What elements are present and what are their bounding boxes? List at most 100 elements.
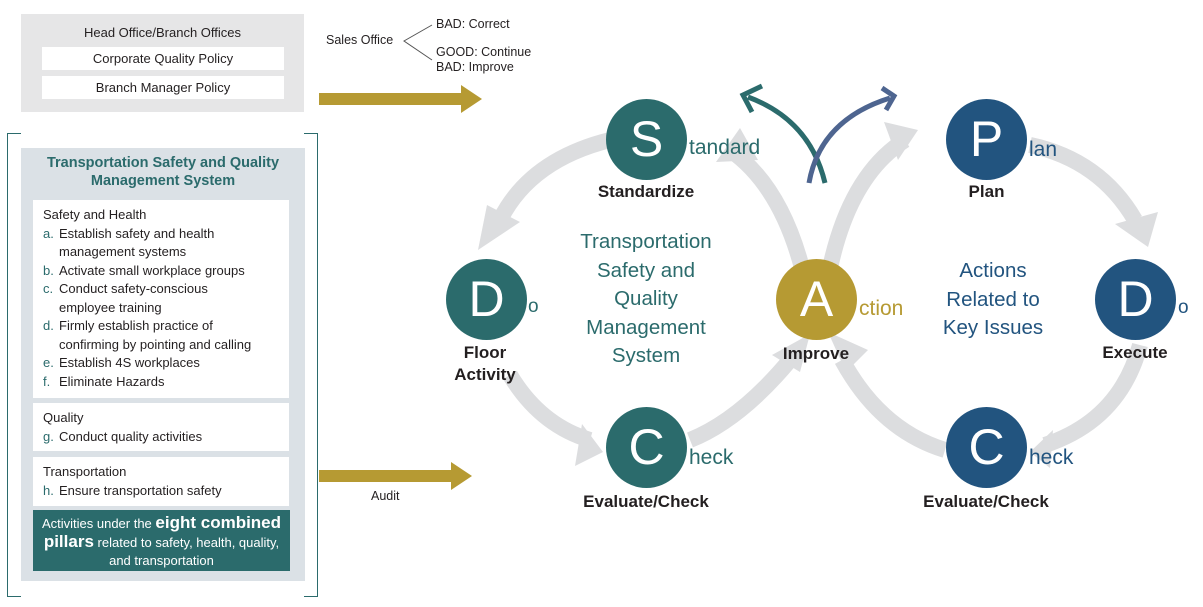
item-text: Ensure transportation safety [59, 482, 222, 498]
arrowhead-do-right [1115, 212, 1158, 247]
standardize-circle: S [606, 99, 687, 180]
item-letter: e. [43, 355, 54, 370]
item-text: Firmly establish practice of confirming b… [59, 317, 251, 354]
policy-flow-arrow-icon [319, 85, 482, 113]
title-line-1: Transportation Safety and Quality [46, 155, 280, 171]
group-heading: Safety and Health [43, 207, 147, 222]
item-text: Eliminate Hazards [59, 373, 165, 389]
arrowhead-action-right [828, 332, 868, 372]
item-text: Conduct quality activities [59, 428, 203, 444]
branch-manager-policy-box: Branch Manager Policy [42, 76, 284, 99]
list-item: d. Firmly establish practice of confirming… [43, 317, 289, 354]
pillars-text-post: and transportation [109, 553, 214, 568]
left-cycle-center-text: Transportation Safety and Quality Manage… [556, 228, 736, 371]
plan-circle: P [946, 99, 1027, 180]
arrow-plan-to-do [1028, 137, 1142, 225]
arrow-do-to-check-right [1042, 342, 1148, 453]
list-item: c. Conduct safety-conscious employee train… [43, 280, 289, 317]
center-line: Transportation [580, 230, 712, 253]
arrow-action-to-plan [822, 133, 910, 270]
item-line: management systems [59, 244, 187, 259]
right-cycle-center-text: Actions Related to Key Issues [913, 257, 1073, 343]
arrowhead-standardize [716, 128, 758, 162]
item-text: Establish safety and health management sy… [59, 225, 214, 262]
item-text: Conduct safety-conscious employee trainin… [59, 280, 208, 317]
check-circle-right: C [946, 407, 1027, 488]
check-suffix-left: heck [689, 446, 734, 469]
label-line: Floor [463, 343, 507, 362]
floor-activity-label: Floor Activity [430, 342, 540, 386]
arrowhead-do [478, 205, 520, 250]
item-letter: c. [43, 281, 54, 296]
branch-arrowhead-standardize-icon [739, 83, 764, 114]
improve-label: Improve [782, 344, 850, 363]
eight-pillars-summary: Activities under the eight combined pill… [33, 510, 290, 571]
evaluate-check-label-right: Evaluate/Check [923, 492, 1049, 511]
item-line: Firmly establish practice of [59, 318, 213, 333]
do-circle-right: D [1095, 259, 1176, 340]
label-line: Activity [454, 365, 516, 384]
item-text: Establish 4S workplaces [59, 355, 200, 370]
item-letter: d. [43, 318, 54, 333]
branch-arrowhead-plan-icon [880, 85, 898, 112]
center-line: Quality [614, 287, 678, 310]
center-line: System [611, 344, 681, 367]
center-line: Safety and [596, 258, 695, 282]
arrow-do-to-check [503, 370, 593, 448]
corporate-quality-policy-box: Corporate Quality Policy [42, 47, 284, 70]
left-bracket [7, 133, 21, 597]
item-letter: b. [43, 262, 54, 278]
standardize-label: Standardize [597, 182, 695, 201]
pillars-text-emphasis: eight combined [155, 513, 282, 532]
group-heading: Quality [43, 410, 84, 425]
list-item: e. Establish 4S workplaces [43, 354, 289, 373]
right-bracket [304, 133, 318, 597]
arrow-standardize-to-do [492, 132, 612, 224]
list-item: f. Eliminate Hazards [43, 373, 289, 392]
arrowhead-check [575, 424, 603, 466]
standardize-suffix: tandard [689, 136, 761, 159]
item-line: employee training [59, 299, 162, 315]
item-letter: a. [43, 225, 54, 241]
transportation-group: Transportation h.Ensure transportation s… [33, 457, 289, 506]
audit-label: Audit [371, 489, 400, 503]
branch-arrow-standardize-icon [747, 94, 828, 184]
list-item: g. Conduct quality activities [43, 428, 289, 447]
policy-panel-title: Head Office/Branch Offices [83, 25, 242, 40]
action-circle: A [776, 259, 857, 340]
pillars-text-pre: Activities under the [41, 516, 156, 531]
item-letter: g. [43, 428, 54, 444]
item-text: Activate small workplace groups [59, 262, 245, 278]
list-item: a. Establish safety and health management … [43, 225, 289, 262]
list-item: h.Ensure transportation safety [43, 482, 289, 501]
plan-suffix: lan [1029, 138, 1058, 161]
title-line-2: Management System [90, 173, 236, 189]
do-suffix-right: o [1178, 297, 1189, 318]
check-suffix-right: heck [1029, 446, 1074, 469]
policy-panel: Head Office/Branch Offices Corporate Qua… [21, 14, 304, 112]
center-line: Related to [946, 287, 1040, 311]
arrow-action-to-standardize [725, 143, 810, 271]
evaluate-check-label-left: Evaluate/Check [583, 492, 709, 511]
item-letter: f. [43, 373, 51, 389]
action-suffix: ction [859, 297, 904, 320]
arrowhead-plan [884, 122, 918, 160]
arrow-check-to-action [686, 354, 797, 448]
sales-option-good-continue: GOOD: Continue [436, 45, 532, 59]
pillars-text-emphasis: pillars [43, 532, 94, 551]
item-line: confirming by pointing and calling [59, 336, 252, 352]
check-circle-left: C [606, 407, 687, 488]
execute-label: Execute [1102, 343, 1168, 362]
item-line: Conduct safety-conscious [59, 281, 208, 296]
quality-group: Quality g. Conduct quality activities [33, 403, 289, 451]
sales-option-bad-improve: BAD: Improve [436, 60, 514, 74]
do-circle-left: D [446, 259, 527, 340]
audit-flow-arrow-icon [319, 462, 472, 490]
do-suffix-left: o [528, 296, 539, 317]
item-line: Establish safety and health [59, 225, 215, 241]
sales-office-label: Sales Office [326, 33, 394, 47]
management-system-title: Transportation Safety and Quality Manage… [21, 154, 305, 190]
sales-option-bad-correct: BAD: Correct [436, 17, 510, 31]
branch-lines-icon [403, 24, 433, 61]
